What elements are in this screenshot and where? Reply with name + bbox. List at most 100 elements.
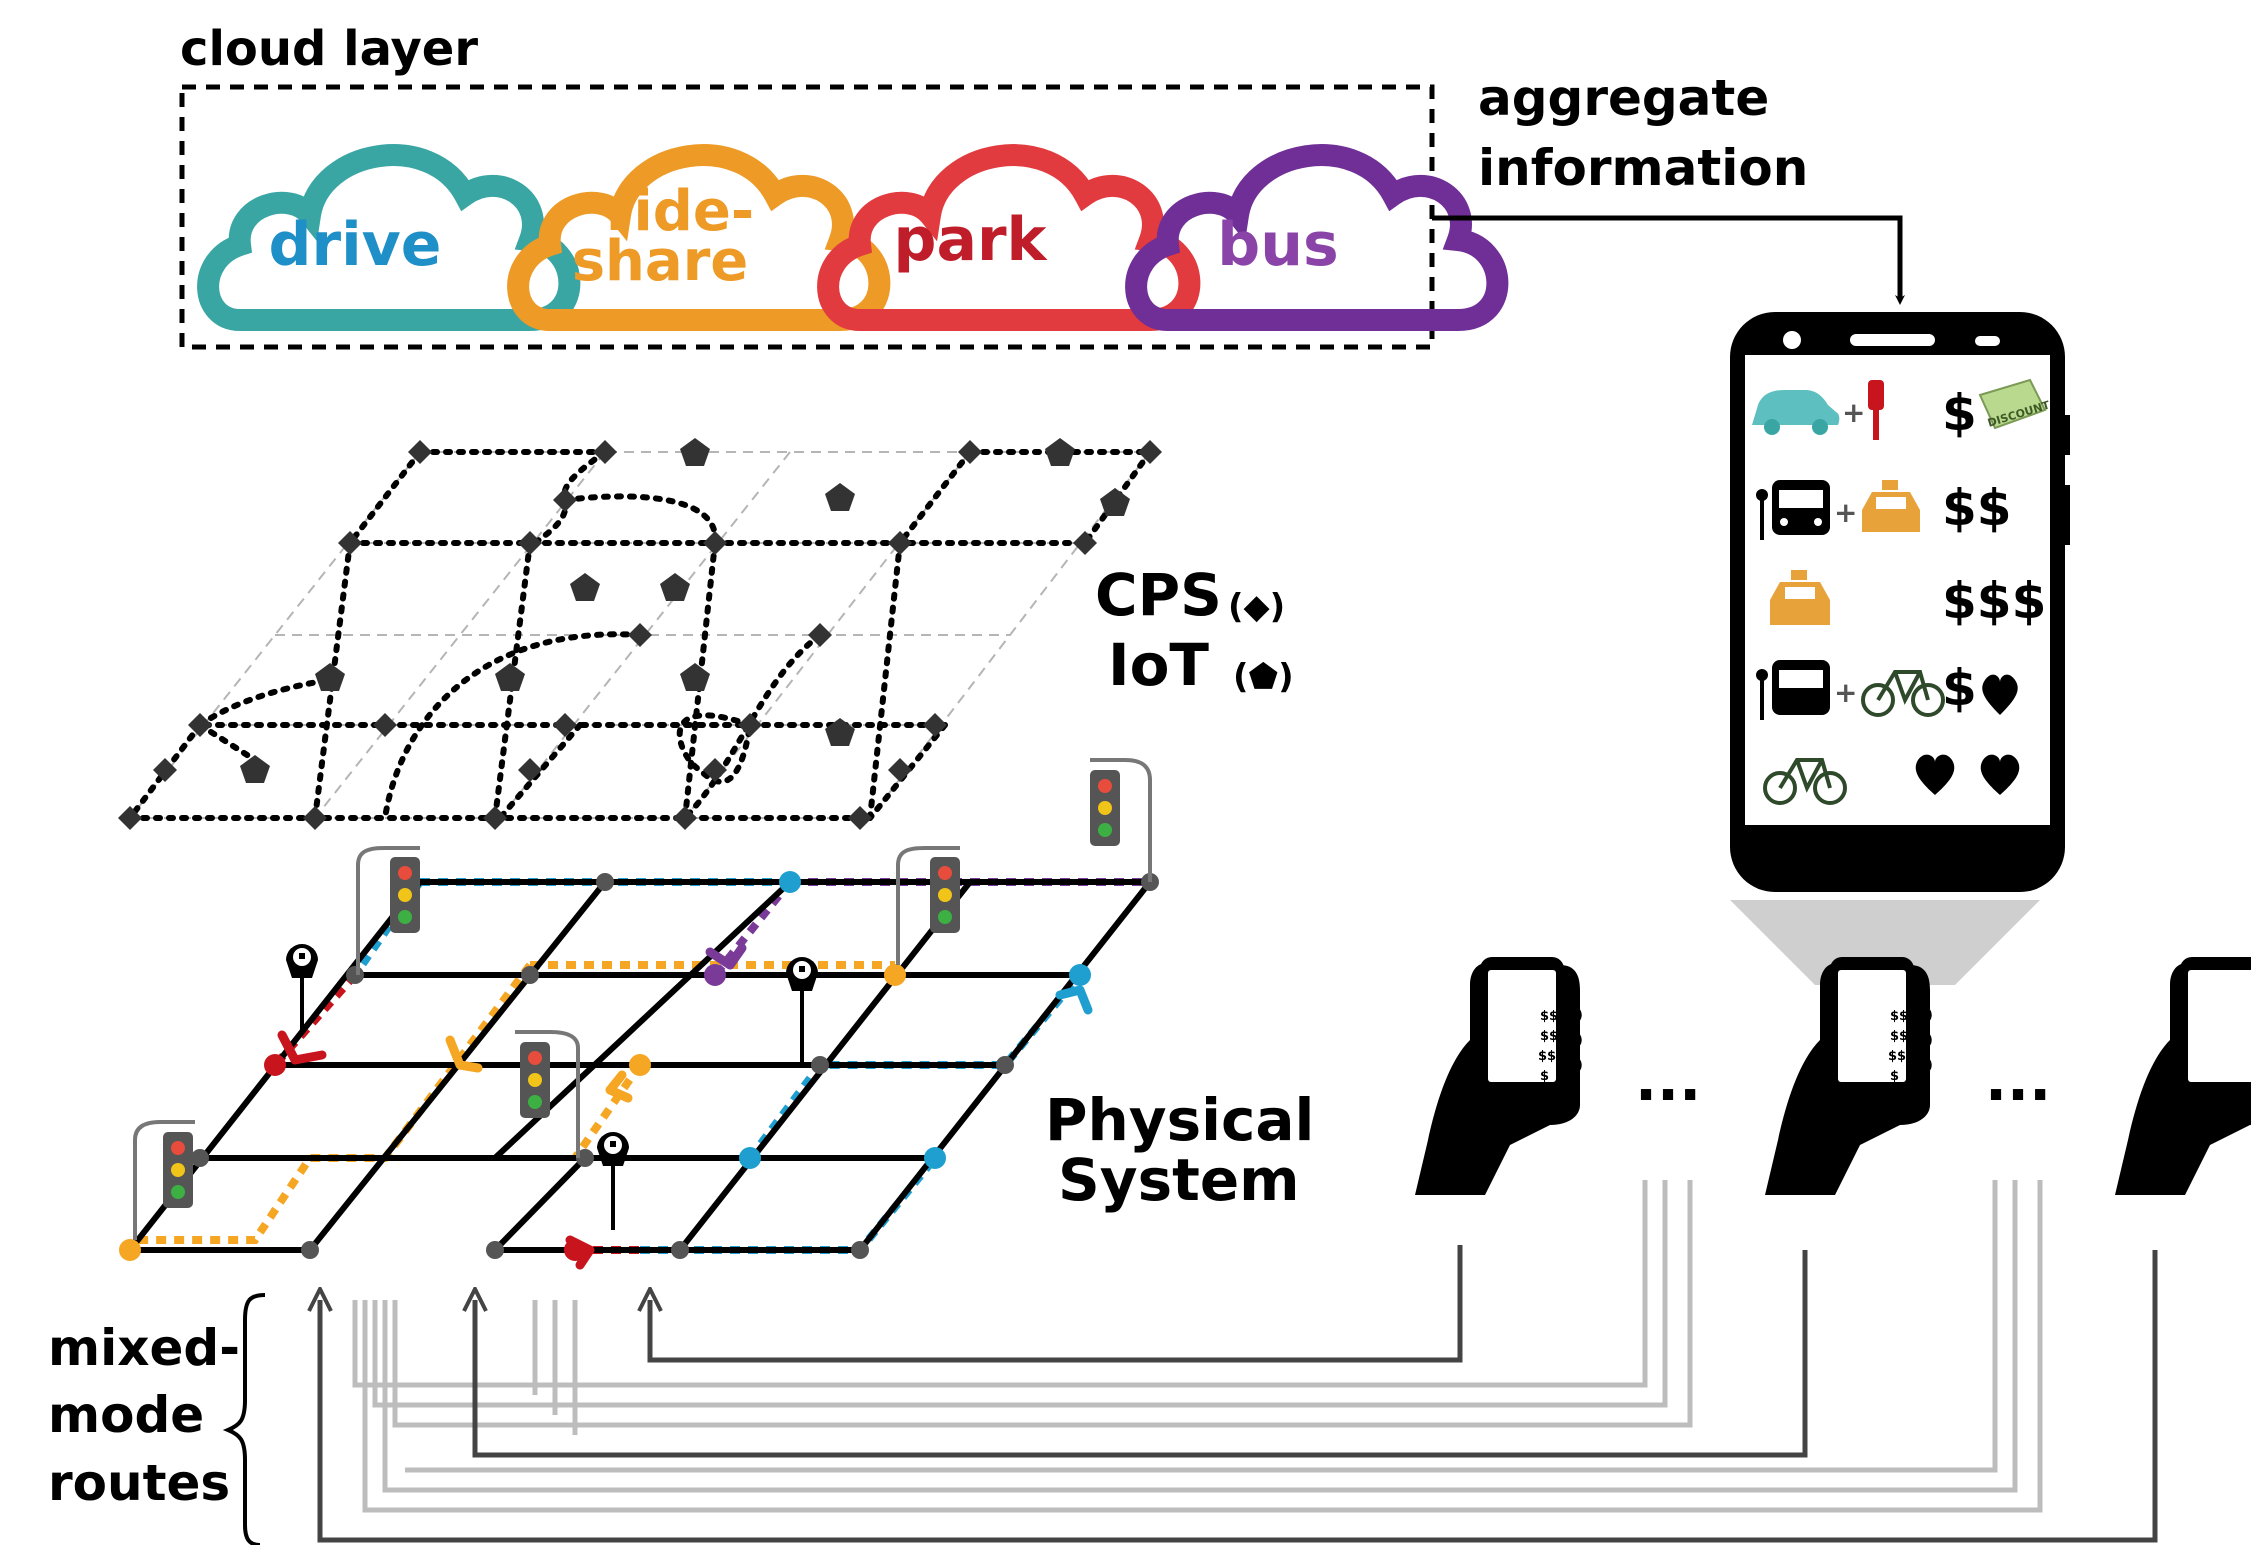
- iot-pentagon-icon: [1100, 488, 1130, 516]
- cps-diamond-icon: [118, 806, 142, 830]
- cloud-rideshare-label-2: share: [572, 229, 749, 294]
- route-endpoints: [119, 871, 1091, 1261]
- aggregate-label-1: aggregate: [1478, 69, 1769, 127]
- parking-meters: [286, 944, 818, 1230]
- cloud-drive-label: drive: [269, 210, 442, 280]
- discount-tag-icon: [1978, 378, 2047, 430]
- mini-cost: $$: [1540, 1029, 1558, 1044]
- cloud-rideshare: ride- share: [518, 155, 879, 320]
- feedback-line-gray: [382, 1180, 2018, 1493]
- traffic-light-icon: [1090, 770, 1120, 846]
- bus-light: [1780, 518, 1788, 526]
- ellipsis-2: ...: [1985, 1046, 2051, 1114]
- phone-option-4: + $: [1756, 659, 2018, 720]
- traffic-light-icon: [520, 1042, 550, 1118]
- physical-system-label-1: Physical: [1045, 1086, 1314, 1154]
- plus-sign: +: [1834, 496, 1857, 529]
- iot-pentagon-icon: [240, 755, 270, 783]
- mini-phone-costs-2: $$ $$ $$$ $: [1888, 1009, 1915, 1084]
- phone-side-button-2: [2060, 485, 2070, 545]
- taxi-sign: [1882, 480, 1898, 490]
- routes-label-3: routes: [48, 1454, 230, 1512]
- car-wheel: [1764, 419, 1780, 435]
- cps-diamond-icon: [808, 623, 832, 647]
- mini-cost: $: [1890, 1069, 1899, 1084]
- cps-diamond-icon: [848, 806, 872, 830]
- iot-pentagon-icon: [680, 663, 710, 691]
- aggregate-arrow: [1432, 215, 1905, 305]
- cps-diamond-icon: [888, 758, 912, 782]
- cps-diamond-icon: [483, 806, 507, 830]
- physical-system-label-2: System: [1058, 1146, 1300, 1214]
- route-orange: [571, 1062, 644, 1161]
- cloud-layer-title: cloud layer: [180, 21, 478, 77]
- cps-diamond-icon: [703, 758, 727, 782]
- feedback-line-gray: [405, 1180, 1998, 1473]
- traffic-lights: [133, 758, 1152, 1240]
- cloud-rideshare-label-1: ride-: [606, 179, 754, 244]
- cps-iot-layer: [118, 438, 1162, 830]
- parking-meter-icon: [286, 944, 318, 978]
- bus-light: [1814, 518, 1822, 526]
- cloud-park: park: [828, 155, 1189, 320]
- heart-icon: [1915, 754, 1955, 795]
- phone-option-1-cost: $: [1942, 384, 1977, 442]
- iot-pentagon-icon: [660, 573, 690, 601]
- cps-diamond-icon: [888, 531, 912, 555]
- cps-diamond-icon: [303, 806, 327, 830]
- cps-diamond-icon: [703, 531, 727, 555]
- taxi-window: [1785, 587, 1815, 599]
- bus-window: [1779, 490, 1823, 508]
- user-hand-phone-2: [1765, 957, 1930, 1195]
- car-icon: [1752, 390, 1840, 425]
- cps-diamond-icon: [153, 758, 177, 782]
- mini-cost: $$: [1890, 1009, 1908, 1024]
- cloud-bus: bus: [1136, 155, 1497, 320]
- cloud-bus-label: bus: [1217, 210, 1338, 280]
- route-blue: [640, 1155, 939, 1254]
- cps-diamond-icon: [593, 440, 617, 464]
- feedback-line-dark: [650, 1245, 1463, 1363]
- phone-projection: [1730, 900, 2040, 985]
- phone-option-1: + $ DISCOUNT: [1752, 378, 2052, 442]
- phone-option-2: + $$: [1756, 479, 2012, 540]
- feedback-line-gray: [362, 1180, 2043, 1513]
- parking-meter-icon: [786, 957, 818, 991]
- iot-symbol: (⬟): [1233, 657, 1294, 697]
- iot-pentagon-icon: [680, 438, 710, 466]
- route-orange: [130, 962, 534, 1244]
- phone-option-5: [1763, 754, 2020, 805]
- cps-grid: [129, 451, 1151, 819]
- bus-stop-sign: [1756, 669, 1768, 681]
- bus-stop-pole: [1760, 490, 1764, 540]
- phone-sensor: [1975, 336, 2000, 346]
- iot-pentagon-icon: [315, 663, 345, 691]
- phone-camera: [1783, 331, 1801, 349]
- car-wheel: [1812, 419, 1828, 435]
- user-hand-phone-1: [1415, 957, 1580, 1195]
- parking-meter-icon: [597, 1132, 629, 1166]
- cps-symbol: (◆): [1228, 587, 1285, 627]
- cps-diamond-icon: [1073, 531, 1097, 555]
- cps-diamond-icon: [408, 440, 432, 464]
- phone-option-3-cost: $$$: [1942, 572, 2046, 630]
- feedback-line-gray: [372, 1180, 1668, 1408]
- traffic-light-icon: [930, 857, 960, 933]
- cps-label: CPS: [1095, 561, 1222, 629]
- parking-meter-icon: [1868, 380, 1884, 410]
- route-arrowheads: [277, 943, 1093, 1270]
- routes-label-2: mode: [48, 1386, 204, 1444]
- phone-option-4-cost: $: [1942, 659, 1977, 717]
- bicycle-icon: [1861, 670, 1945, 717]
- phone-speaker: [1850, 334, 1935, 346]
- heart-icon: [1982, 674, 2018, 715]
- feedback-line-gray: [392, 1180, 1693, 1428]
- cps-diamond-icon: [923, 713, 947, 737]
- cps-diamond-icon: [188, 713, 212, 737]
- taxi-sign: [1791, 570, 1807, 580]
- feedback-line-dark: [320, 1250, 2158, 1543]
- bus-stop-pole: [1760, 670, 1764, 720]
- cps-diamond-icon: [338, 531, 362, 555]
- mini-cost: $: [1540, 1069, 1549, 1084]
